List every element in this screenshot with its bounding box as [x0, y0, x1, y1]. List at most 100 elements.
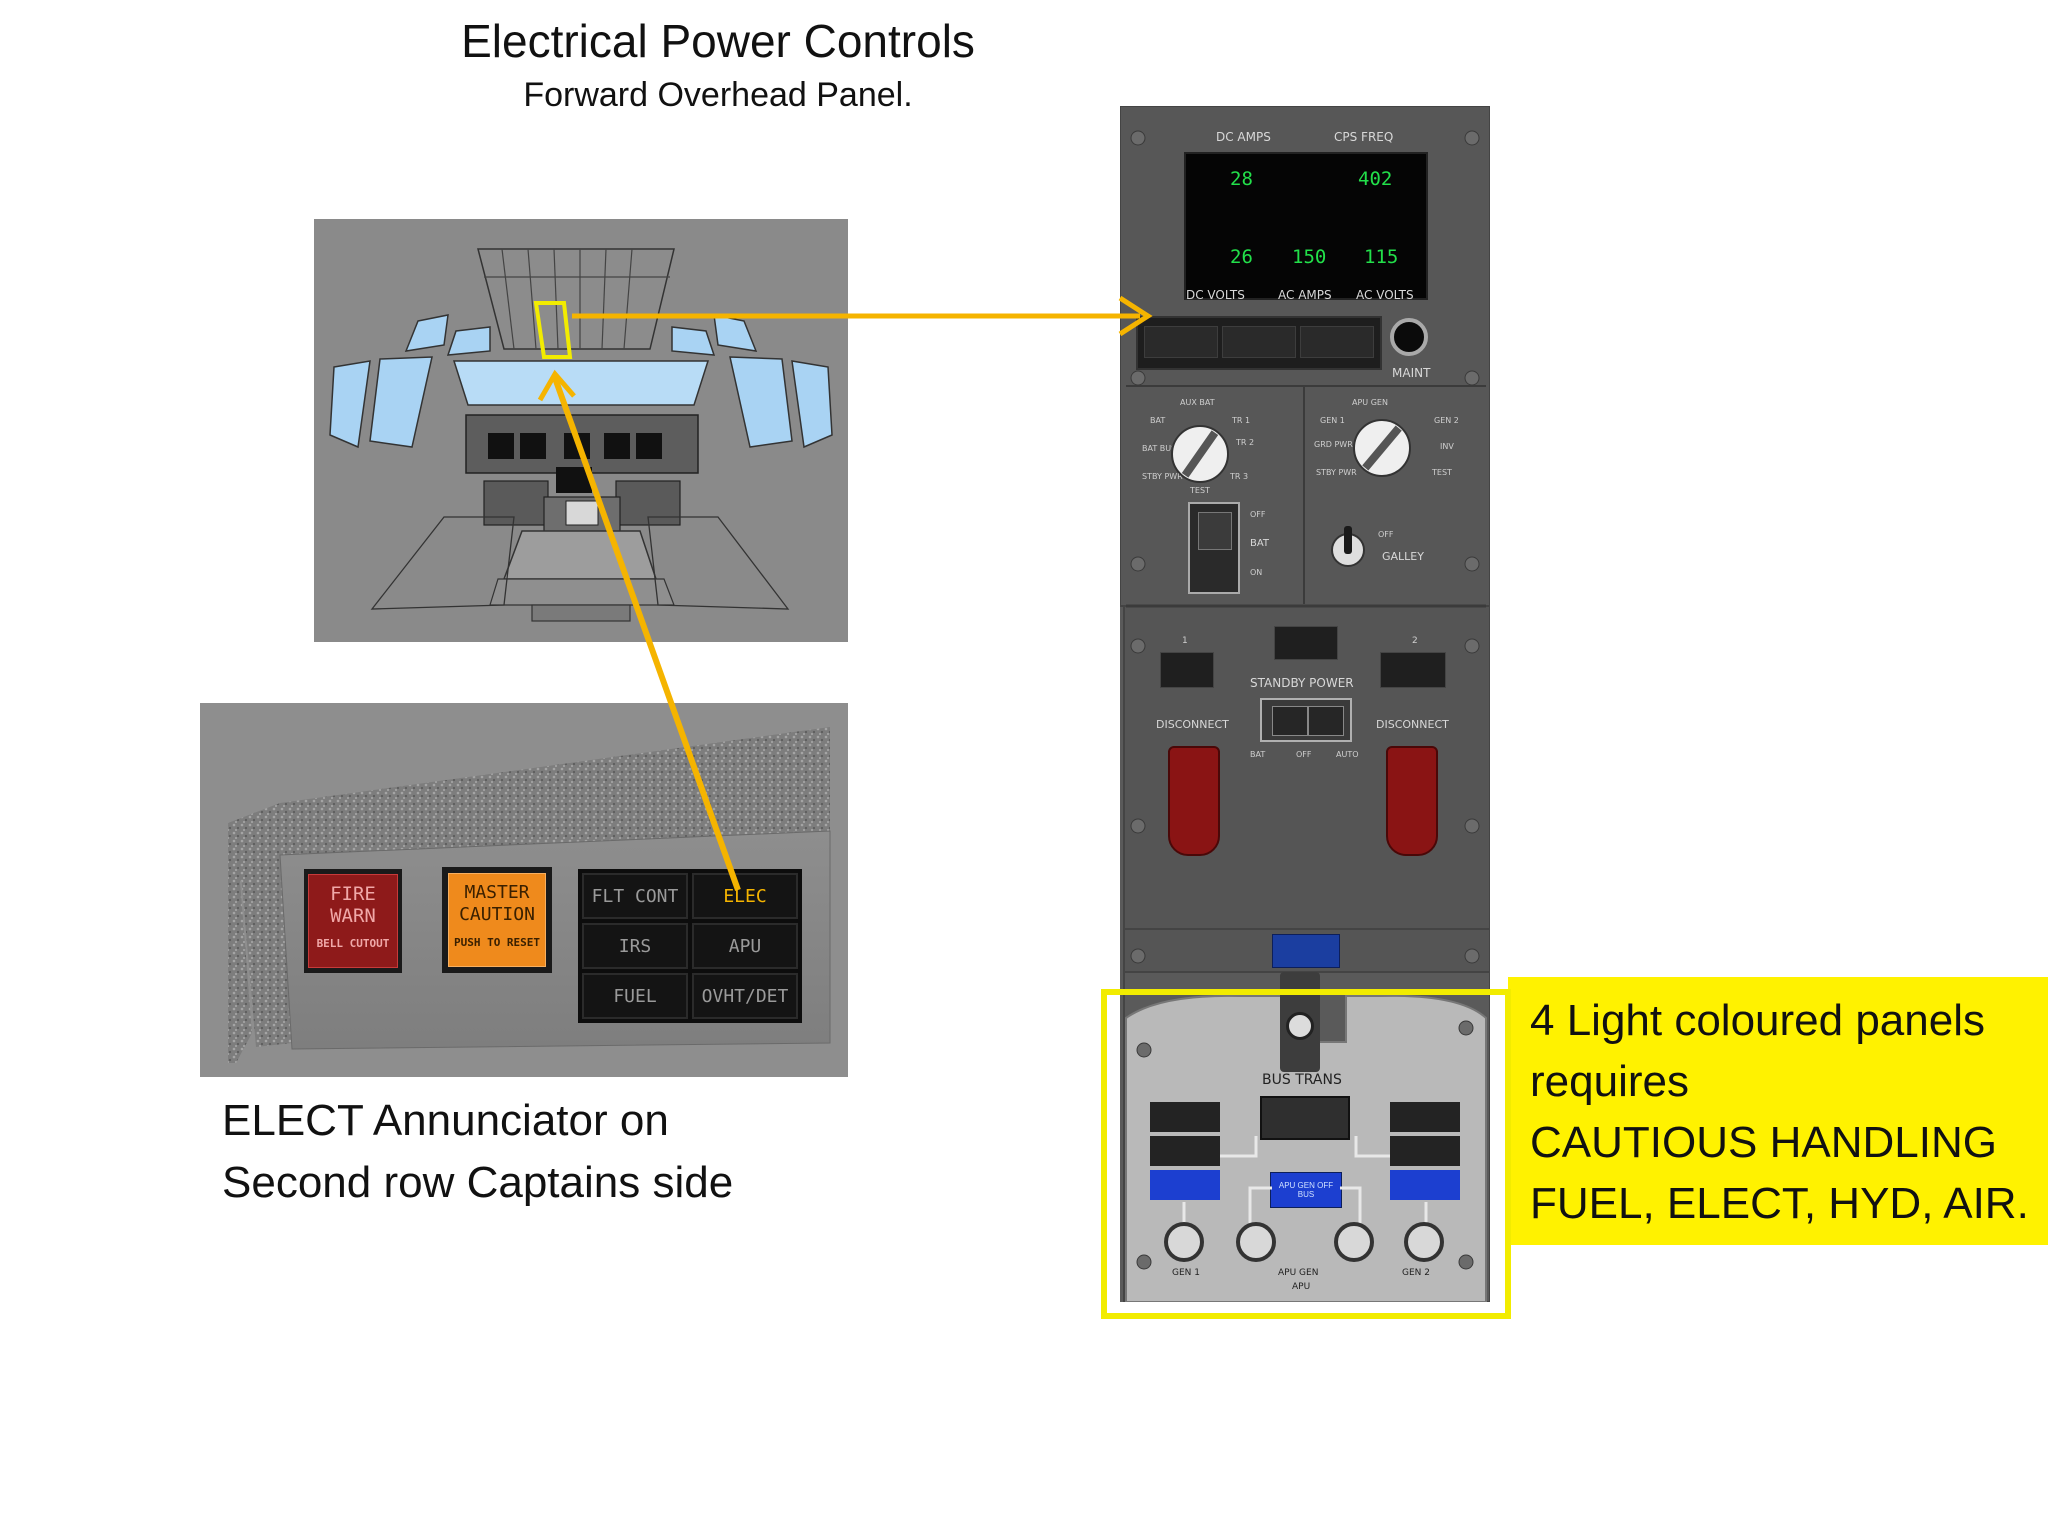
page-title: Electrical Power Controls: [461, 15, 975, 67]
gen-1-label: GEN 1: [1172, 1268, 1200, 1278]
meter-display: [1184, 152, 1428, 300]
bus-trans-label: BUS TRANS: [1262, 1072, 1342, 1088]
grd-pwr-switch[interactable]: [1286, 1012, 1314, 1040]
warning-light-3[interactable]: [1300, 326, 1374, 358]
ac-selector-apu-gen: APU GEN: [1352, 398, 1388, 407]
dc-volts-readout: 26: [1230, 246, 1253, 268]
note-line3: CAUTIOUS HANDLING: [1530, 1118, 1997, 1167]
drive-1-label: 1: [1182, 636, 1188, 646]
page-subtitle: Forward Overhead Panel.: [523, 76, 913, 114]
fire-warn-housing: FIRE WARN BELL CUTOUT: [304, 869, 402, 973]
bat-switch-label: BAT: [1250, 538, 1270, 549]
bell-cutout-label: BELL CUTOUT: [316, 936, 390, 950]
master-caution-light[interactable]: MASTER CAUTION PUSH TO RESET: [448, 873, 546, 967]
annunciator-panel: FIRE WARN BELL CUTOUT MASTER CAUTION PUS…: [200, 703, 848, 1077]
push-to-reset-label: PUSH TO RESET: [453, 935, 541, 949]
cps-freq-readout: 402: [1358, 168, 1393, 190]
ac-selector-gen2: GEN 2: [1434, 416, 1459, 425]
maint-label: MAINT: [1392, 366, 1431, 380]
note-line1: 4 Light coloured panels: [1530, 996, 1985, 1045]
dc-selector-bat-bus: BAT BUS: [1142, 444, 1177, 453]
bat-off-label: OFF: [1250, 510, 1266, 519]
fuel-light[interactable]: FUEL: [582, 973, 688, 1019]
dc-volts-label: DC VOLTS: [1186, 288, 1245, 302]
caution-note-text: 4 Light coloured panels requires CAUTIOU…: [1530, 990, 2029, 1234]
bat-on-label: ON: [1250, 568, 1263, 577]
dc-selector-tr3: TR 3: [1230, 472, 1249, 481]
dc-amps-label: DC AMPS: [1216, 130, 1271, 144]
dc-selector-tr2: TR 2: [1236, 438, 1255, 447]
disconnect-1-label: DISCONNECT: [1156, 718, 1229, 731]
cockpit-overview-drawing: [329, 248, 833, 622]
bus-trans-switch[interactable]: [1260, 1096, 1350, 1140]
standby-power-lever-right: [1308, 706, 1344, 736]
note-line4: FUEL, ELECT, HYD, AIR.: [1530, 1179, 2029, 1228]
drive-2-label: 2: [1412, 636, 1418, 646]
annunciator-caption-line2: Second row Captains side: [222, 1158, 734, 1207]
disconnect-2-guard[interactable]: [1386, 746, 1438, 856]
apu-label: APU: [1292, 1282, 1311, 1292]
ac-selector-inv: INV: [1440, 442, 1454, 451]
standby-indicator-light[interactable]: [1272, 934, 1340, 968]
dc-meter-selector-knob[interactable]: [1170, 424, 1230, 484]
elec-warning-strip: [1136, 316, 1382, 370]
standby-auto-label: AUTO: [1336, 750, 1359, 759]
ac-selector-stby-pwr: STBY PWR: [1316, 468, 1357, 477]
cps-freq-label: CPS FREQ: [1334, 130, 1394, 144]
drive-2-light[interactable]: [1380, 652, 1446, 688]
master-caution-housing: MASTER CAUTION PUSH TO RESET: [442, 867, 552, 973]
gen-1-switch-b[interactable]: [1236, 1222, 1276, 1262]
dc-amps-readout: 28: [1230, 168, 1253, 190]
standby-power-lever-left: [1272, 706, 1308, 736]
standby-bat-label: BAT: [1250, 750, 1266, 759]
galley-label: GALLEY: [1382, 550, 1424, 563]
galley-off-label: OFF: [1378, 530, 1394, 539]
dc-selector-aux-bat: AUX BAT: [1180, 398, 1215, 407]
dc-selector-tr1: TR 1: [1232, 416, 1251, 425]
overhead-electrical-panel: DC AMPS CPS FREQ 28 402 26 150 115 DC VO…: [1120, 106, 1490, 1302]
gen-2-switch-b[interactable]: [1404, 1222, 1444, 1262]
warning-light-2[interactable]: [1222, 326, 1296, 358]
fire-warn-light[interactable]: FIRE WARN BELL CUTOUT: [308, 874, 398, 968]
standby-power-off-light[interactable]: [1274, 626, 1338, 660]
overhead-highlight-marker: [533, 301, 573, 359]
gen-2-switch-a[interactable]: [1334, 1222, 1374, 1262]
maint-button[interactable]: [1390, 318, 1428, 356]
standby-power-switch[interactable]: [1260, 698, 1352, 742]
fire-warn-line2: WARN: [330, 904, 376, 927]
apu-light[interactable]: APU: [692, 923, 798, 969]
ac-meter-selector-knob[interactable]: [1352, 418, 1412, 478]
battery-switch-lever: [1198, 512, 1232, 550]
transfer-bus-off-light-2[interactable]: [1390, 1102, 1460, 1132]
annunciator-caption-line1: ELECT Annunciator on: [222, 1096, 669, 1145]
annunciator-caption: ELECT Annunciator on Second row Captains…: [222, 1090, 733, 1214]
battery-switch-guard[interactable]: [1188, 502, 1240, 594]
master-caution-line1: MASTER: [464, 881, 530, 903]
dc-selector-test: TEST: [1190, 486, 1210, 495]
flt-cont-light[interactable]: FLT CONT: [582, 873, 688, 919]
elec-light[interactable]: ELEC: [692, 873, 798, 919]
gen-1-switch-a[interactable]: [1164, 1222, 1204, 1262]
ac-amps-label: AC AMPS: [1278, 288, 1332, 302]
disconnect-2-label: DISCONNECT: [1376, 718, 1449, 731]
galley-toggle-switch[interactable]: [1326, 522, 1370, 572]
ac-volts-readout: 115: [1364, 246, 1399, 268]
cockpit-overview-image: [314, 219, 848, 642]
master-caution-line2: CAUTION: [459, 903, 535, 925]
fire-warn-line1: FIRE: [330, 882, 376, 905]
ac-selector-gen1: GEN 1: [1320, 416, 1345, 425]
ac-volts-label: AC VOLTS: [1356, 288, 1414, 302]
irs-light[interactable]: IRS: [582, 923, 688, 969]
ovht-det-light[interactable]: OVHT/DET: [692, 973, 798, 1019]
warning-light-1[interactable]: [1144, 326, 1218, 358]
dc-selector-stby-pwr: STBY PWR: [1142, 472, 1183, 481]
apu-gen-label: APU GEN: [1278, 1268, 1319, 1278]
note-line2: requires: [1530, 1057, 1689, 1106]
transfer-bus-off-light-1[interactable]: [1150, 1102, 1220, 1132]
ac-amps-readout: 150: [1292, 246, 1327, 268]
drive-1-light[interactable]: [1160, 652, 1214, 688]
disconnect-1-guard[interactable]: [1168, 746, 1220, 856]
ac-selector-test: TEST: [1432, 468, 1452, 477]
ac-selector-grd-pwr: GRD PWR: [1314, 440, 1353, 449]
standby-power-label: STANDBY POWER: [1250, 676, 1354, 690]
